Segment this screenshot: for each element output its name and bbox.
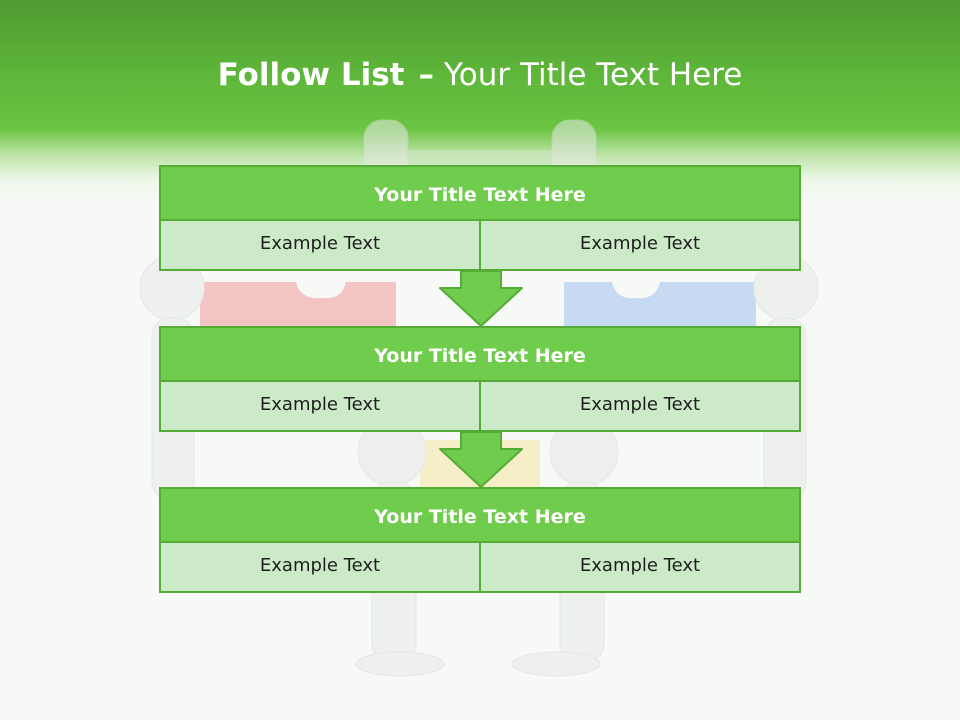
list-block-2: Your Title Text Here Example Text Exampl… xyxy=(159,326,801,432)
block-row: Example Text Example Text xyxy=(159,543,801,593)
slide-title-separator: – xyxy=(418,57,434,93)
block-title: Your Title Text Here xyxy=(159,326,801,382)
block-row: Example Text Example Text xyxy=(159,221,801,271)
block-cell-left: Example Text xyxy=(159,221,481,271)
block-row: Example Text Example Text xyxy=(159,382,801,432)
list-block-3: Your Title Text Here Example Text Exampl… xyxy=(159,487,801,593)
block-cell-right: Example Text xyxy=(481,382,801,432)
block-cell-right: Example Text xyxy=(481,543,801,593)
block-title: Your Title Text Here xyxy=(159,165,801,221)
down-arrow-icon xyxy=(439,431,523,488)
slide-title-bold: Follow List xyxy=(217,57,405,93)
down-arrow-icon xyxy=(439,270,523,327)
slide-title: Follow List–Your Title Text Here xyxy=(0,52,960,98)
block-cell-right: Example Text xyxy=(481,221,801,271)
list-block-1: Your Title Text Here Example Text Exampl… xyxy=(159,165,801,271)
block-cell-left: Example Text xyxy=(159,543,481,593)
block-cell-left: Example Text xyxy=(159,382,481,432)
block-title: Your Title Text Here xyxy=(159,487,801,543)
slide-title-rest: Your Title Text Here xyxy=(443,57,743,93)
